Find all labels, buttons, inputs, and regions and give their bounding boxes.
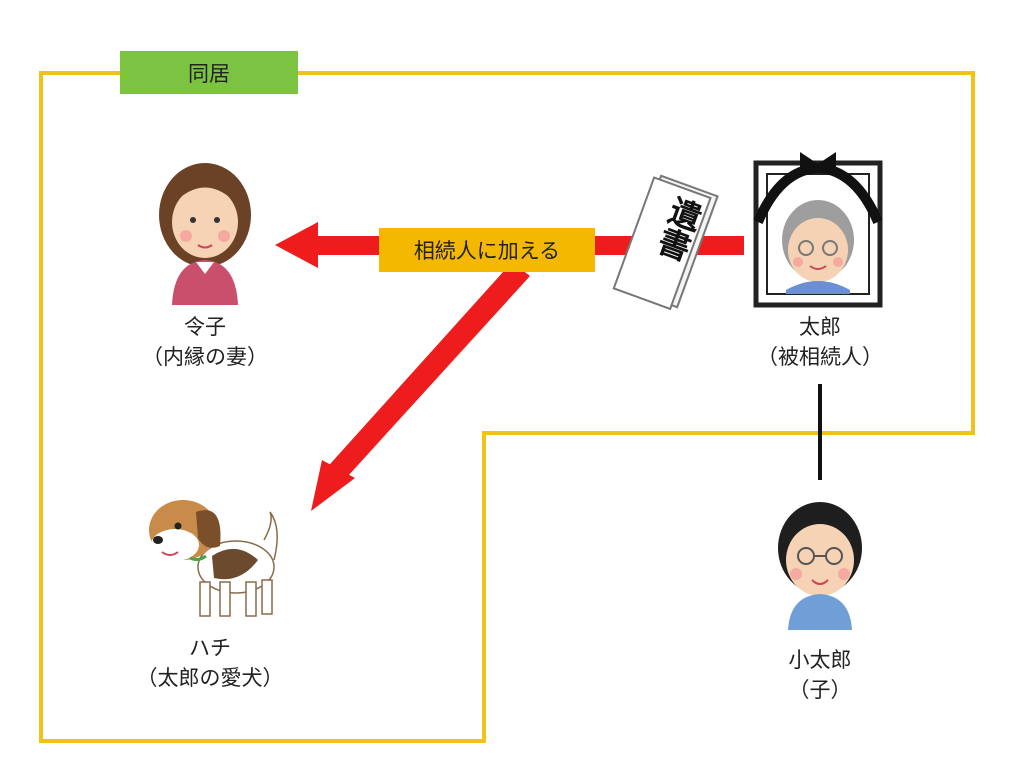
person-reiko: 令子 （内縁の妻） xyxy=(105,312,305,372)
person-name: 小太郎 xyxy=(720,645,920,675)
beagle-dog-icon xyxy=(149,500,277,616)
household-label: 同居 xyxy=(120,51,298,94)
son-avatar-icon xyxy=(778,502,862,630)
person-name: 令子 xyxy=(105,312,305,342)
person-name: 太郎 xyxy=(720,312,920,342)
person-name: ハチ xyxy=(110,633,310,663)
add-heir-label: 相続人に加える xyxy=(379,228,595,272)
person-kotaro: 小太郎 （子） xyxy=(720,645,920,705)
person-role: （太郎の愛犬） xyxy=(110,663,310,693)
person-hachi: ハチ （太郎の愛犬） xyxy=(110,633,310,693)
person-role: （被相続人） xyxy=(720,342,920,372)
person-taro: 太郎 （被相続人） xyxy=(720,312,920,372)
person-role: （子） xyxy=(720,675,920,705)
person-role: （内縁の妻） xyxy=(105,342,305,372)
wife-avatar-icon xyxy=(159,163,251,305)
arrow-to-dog xyxy=(311,262,530,511)
memorial-portrait-icon xyxy=(756,152,880,305)
